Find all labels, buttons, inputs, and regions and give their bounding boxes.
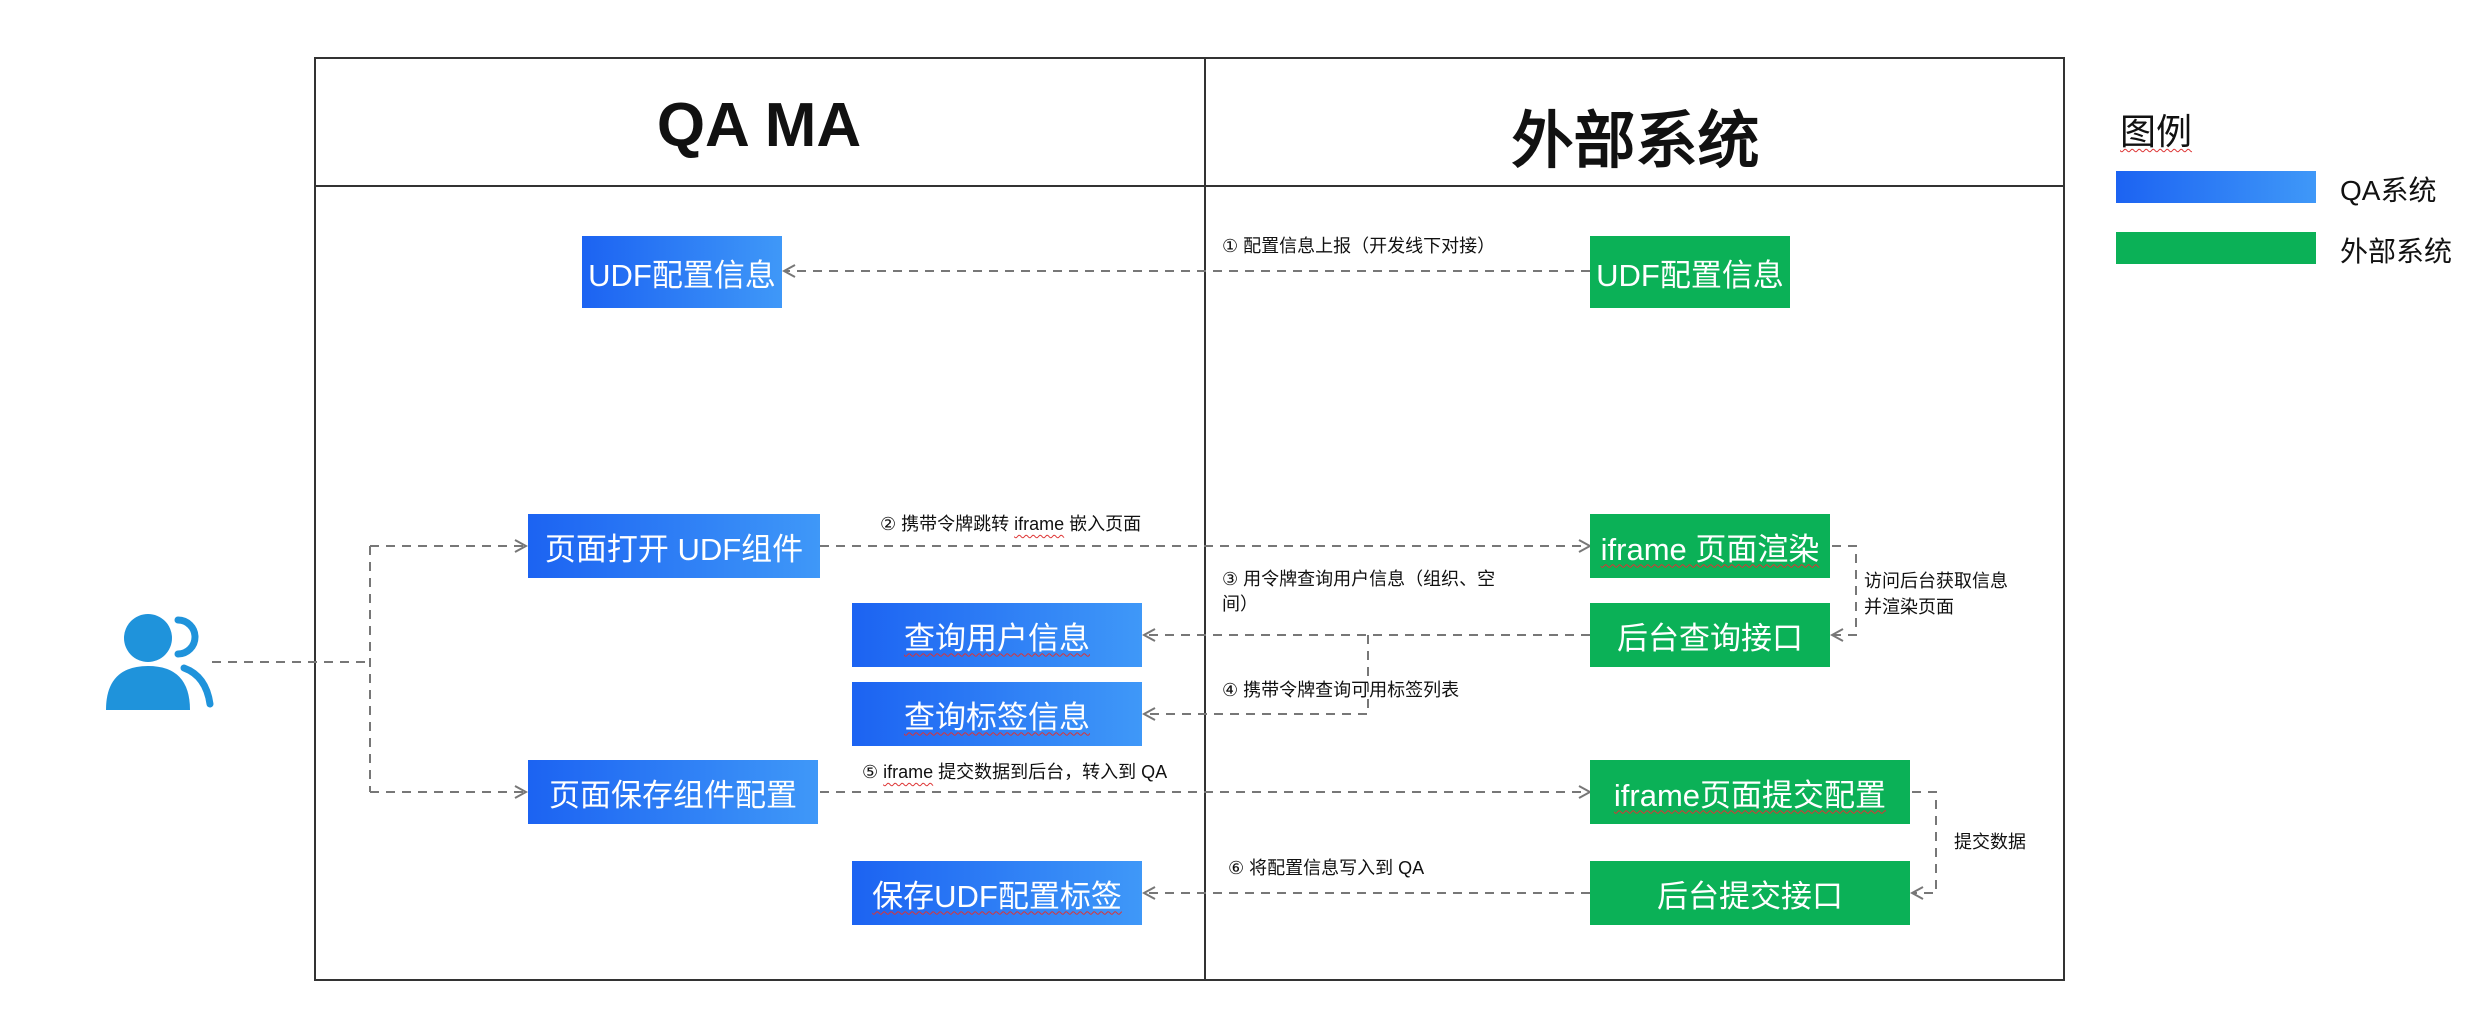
node-ext-iframe-submit: iframe页面提交配置 xyxy=(1590,760,1910,824)
node-qa-query-tags: 查询标签信息 xyxy=(852,682,1142,746)
legend-label-external: 外部系统 xyxy=(2340,236,2453,267)
edge-label-step2: ② 携带令牌跳转 iframe 嵌入页面 xyxy=(880,512,1141,537)
edge-label-step6: ⑥ 将配置信息写入到 QA xyxy=(1228,858,1425,878)
node-qa-query-user: 查询用户信息 xyxy=(852,603,1142,667)
edge-label-step2-iframe: iframe xyxy=(1014,514,1065,534)
legend-title: 图例 xyxy=(2120,111,2193,152)
node-ext-iframe-render: iframe 页面渲染 xyxy=(1590,514,1830,578)
edge-label-step2-prefix: ② 携带令牌跳转 xyxy=(880,514,1015,534)
note-submit: 提交数据 xyxy=(1954,832,2026,852)
node-qa-open-page: 页面打开 UDF组件 xyxy=(528,514,820,578)
edge-label-step5-suffix: 提交数据到后台，转入到 QA xyxy=(933,762,1168,782)
swimlane-frame xyxy=(314,57,2065,981)
users-icon xyxy=(106,614,214,710)
legend-label-qa: QA系统 xyxy=(2340,175,2437,206)
edge-label-step5: ⑤ iframe 提交数据到后台，转入到 QA xyxy=(862,760,1167,785)
legend-swatch-qa xyxy=(2116,171,2316,203)
lane-title-qa-ma: QA MA xyxy=(656,91,862,160)
node-ext-iframe-render-label: iframe 页面渲染 xyxy=(1600,531,1820,567)
node-qa-save-tags-label: 保存UDF配置标签 xyxy=(872,878,1122,914)
edge-label-step5-prefix: ⑤ xyxy=(862,762,884,782)
node-qa-udf-config: UDF配置信息 xyxy=(582,236,782,308)
edge-label-step2-suffix: 嵌入页面 xyxy=(1064,514,1142,534)
header-divider xyxy=(314,185,2065,187)
node-ext-iframe-submit-label: iframe页面提交配置 xyxy=(1613,777,1887,813)
node-ext-backend-submit: 后台提交接口 xyxy=(1590,861,1910,925)
edge-label-step4: ④ 携带令牌查询可用标签列表 xyxy=(1222,680,1460,700)
node-ext-udf-config: UDF配置信息 xyxy=(1590,236,1790,308)
edge-label-step5-iframe: iframe xyxy=(883,762,934,782)
node-qa-save-page: 页面保存组件配置 xyxy=(528,760,818,824)
lane-title-external: 外部系统 xyxy=(1511,107,1760,176)
node-qa-save-tags: 保存UDF配置标签 xyxy=(852,861,1142,925)
note-render-line1: 访问后台获取信息 xyxy=(1864,571,2008,591)
edge-submit-loop xyxy=(1912,791,1937,893)
node-qa-query-user-label: 查询用户信息 xyxy=(904,620,1090,656)
edge-label-step1: ① 配置信息上报（开发线下对接） xyxy=(1222,236,1496,256)
legend-swatch-external xyxy=(2116,232,2316,264)
lane-divider xyxy=(1204,57,1206,981)
node-ext-backend-query: 后台查询接口 xyxy=(1590,603,1830,667)
node-qa-query-tags-label: 查询标签信息 xyxy=(904,699,1090,735)
note-render-line2: 并渲染页面 xyxy=(1864,597,1954,617)
edge-label-step3-line2: 间） xyxy=(1222,594,1258,614)
edge-label-step3-line1: ③ 用令牌查询用户信息（组织、空 xyxy=(1222,569,1496,589)
edge-render-loop xyxy=(1832,545,1857,635)
edge-step4 xyxy=(1144,635,1369,714)
